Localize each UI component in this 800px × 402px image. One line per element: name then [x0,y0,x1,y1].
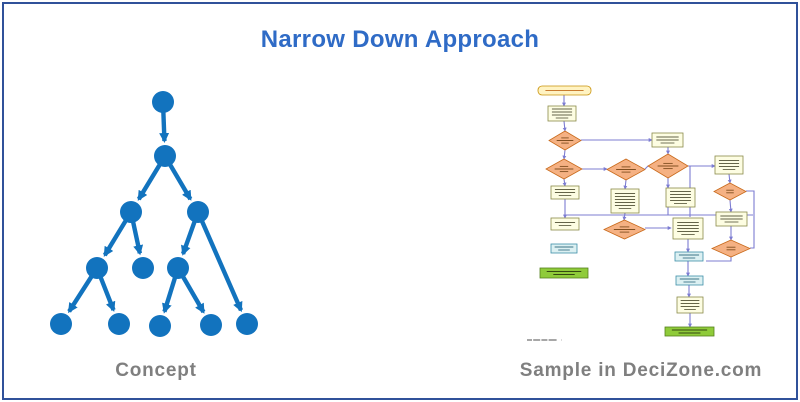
tree-node [167,257,189,279]
flow-node-green [664,326,715,337]
flow-node-end [550,243,578,254]
tree-node [236,313,258,335]
flow-connector [562,149,567,160]
tree-node [154,145,176,167]
flow-connector [622,212,627,221]
flow-node-end [675,275,704,286]
flow-node-decision [711,239,751,258]
tree-node [86,257,108,279]
flow-node-process [714,155,744,175]
concept-caption: Concept [115,360,197,381]
flow-connector [746,190,755,249]
flow-node-process [547,105,577,122]
page-title: Narrow Down Approach [260,26,540,53]
sample-source-caption: Sample in DeciZone.com [519,360,763,381]
flow-connector [728,199,733,213]
tree-node [152,91,174,113]
tree-node [120,201,142,223]
flow-node-end [674,251,704,262]
flow-connector [562,178,567,187]
tree-node [187,201,209,223]
flow-node-process [676,296,704,314]
flow-node-green [539,267,589,279]
flow-connector [623,179,628,190]
tree-node [200,314,222,336]
flow-node-process [610,188,640,214]
flow-node-process [550,217,580,231]
flow-connector [727,173,732,184]
flow-connector [562,120,567,132]
tree-edge [195,211,244,313]
sample-flowchart-diagram [527,85,755,341]
flow-connector [706,257,732,262]
concept-tree-diagram [50,91,258,337]
tree-node [132,257,154,279]
tree-node [149,315,171,337]
tree-node [108,313,130,335]
tree-node [50,313,72,335]
flow-connector [644,165,649,170]
flow-node-decision [713,182,747,201]
